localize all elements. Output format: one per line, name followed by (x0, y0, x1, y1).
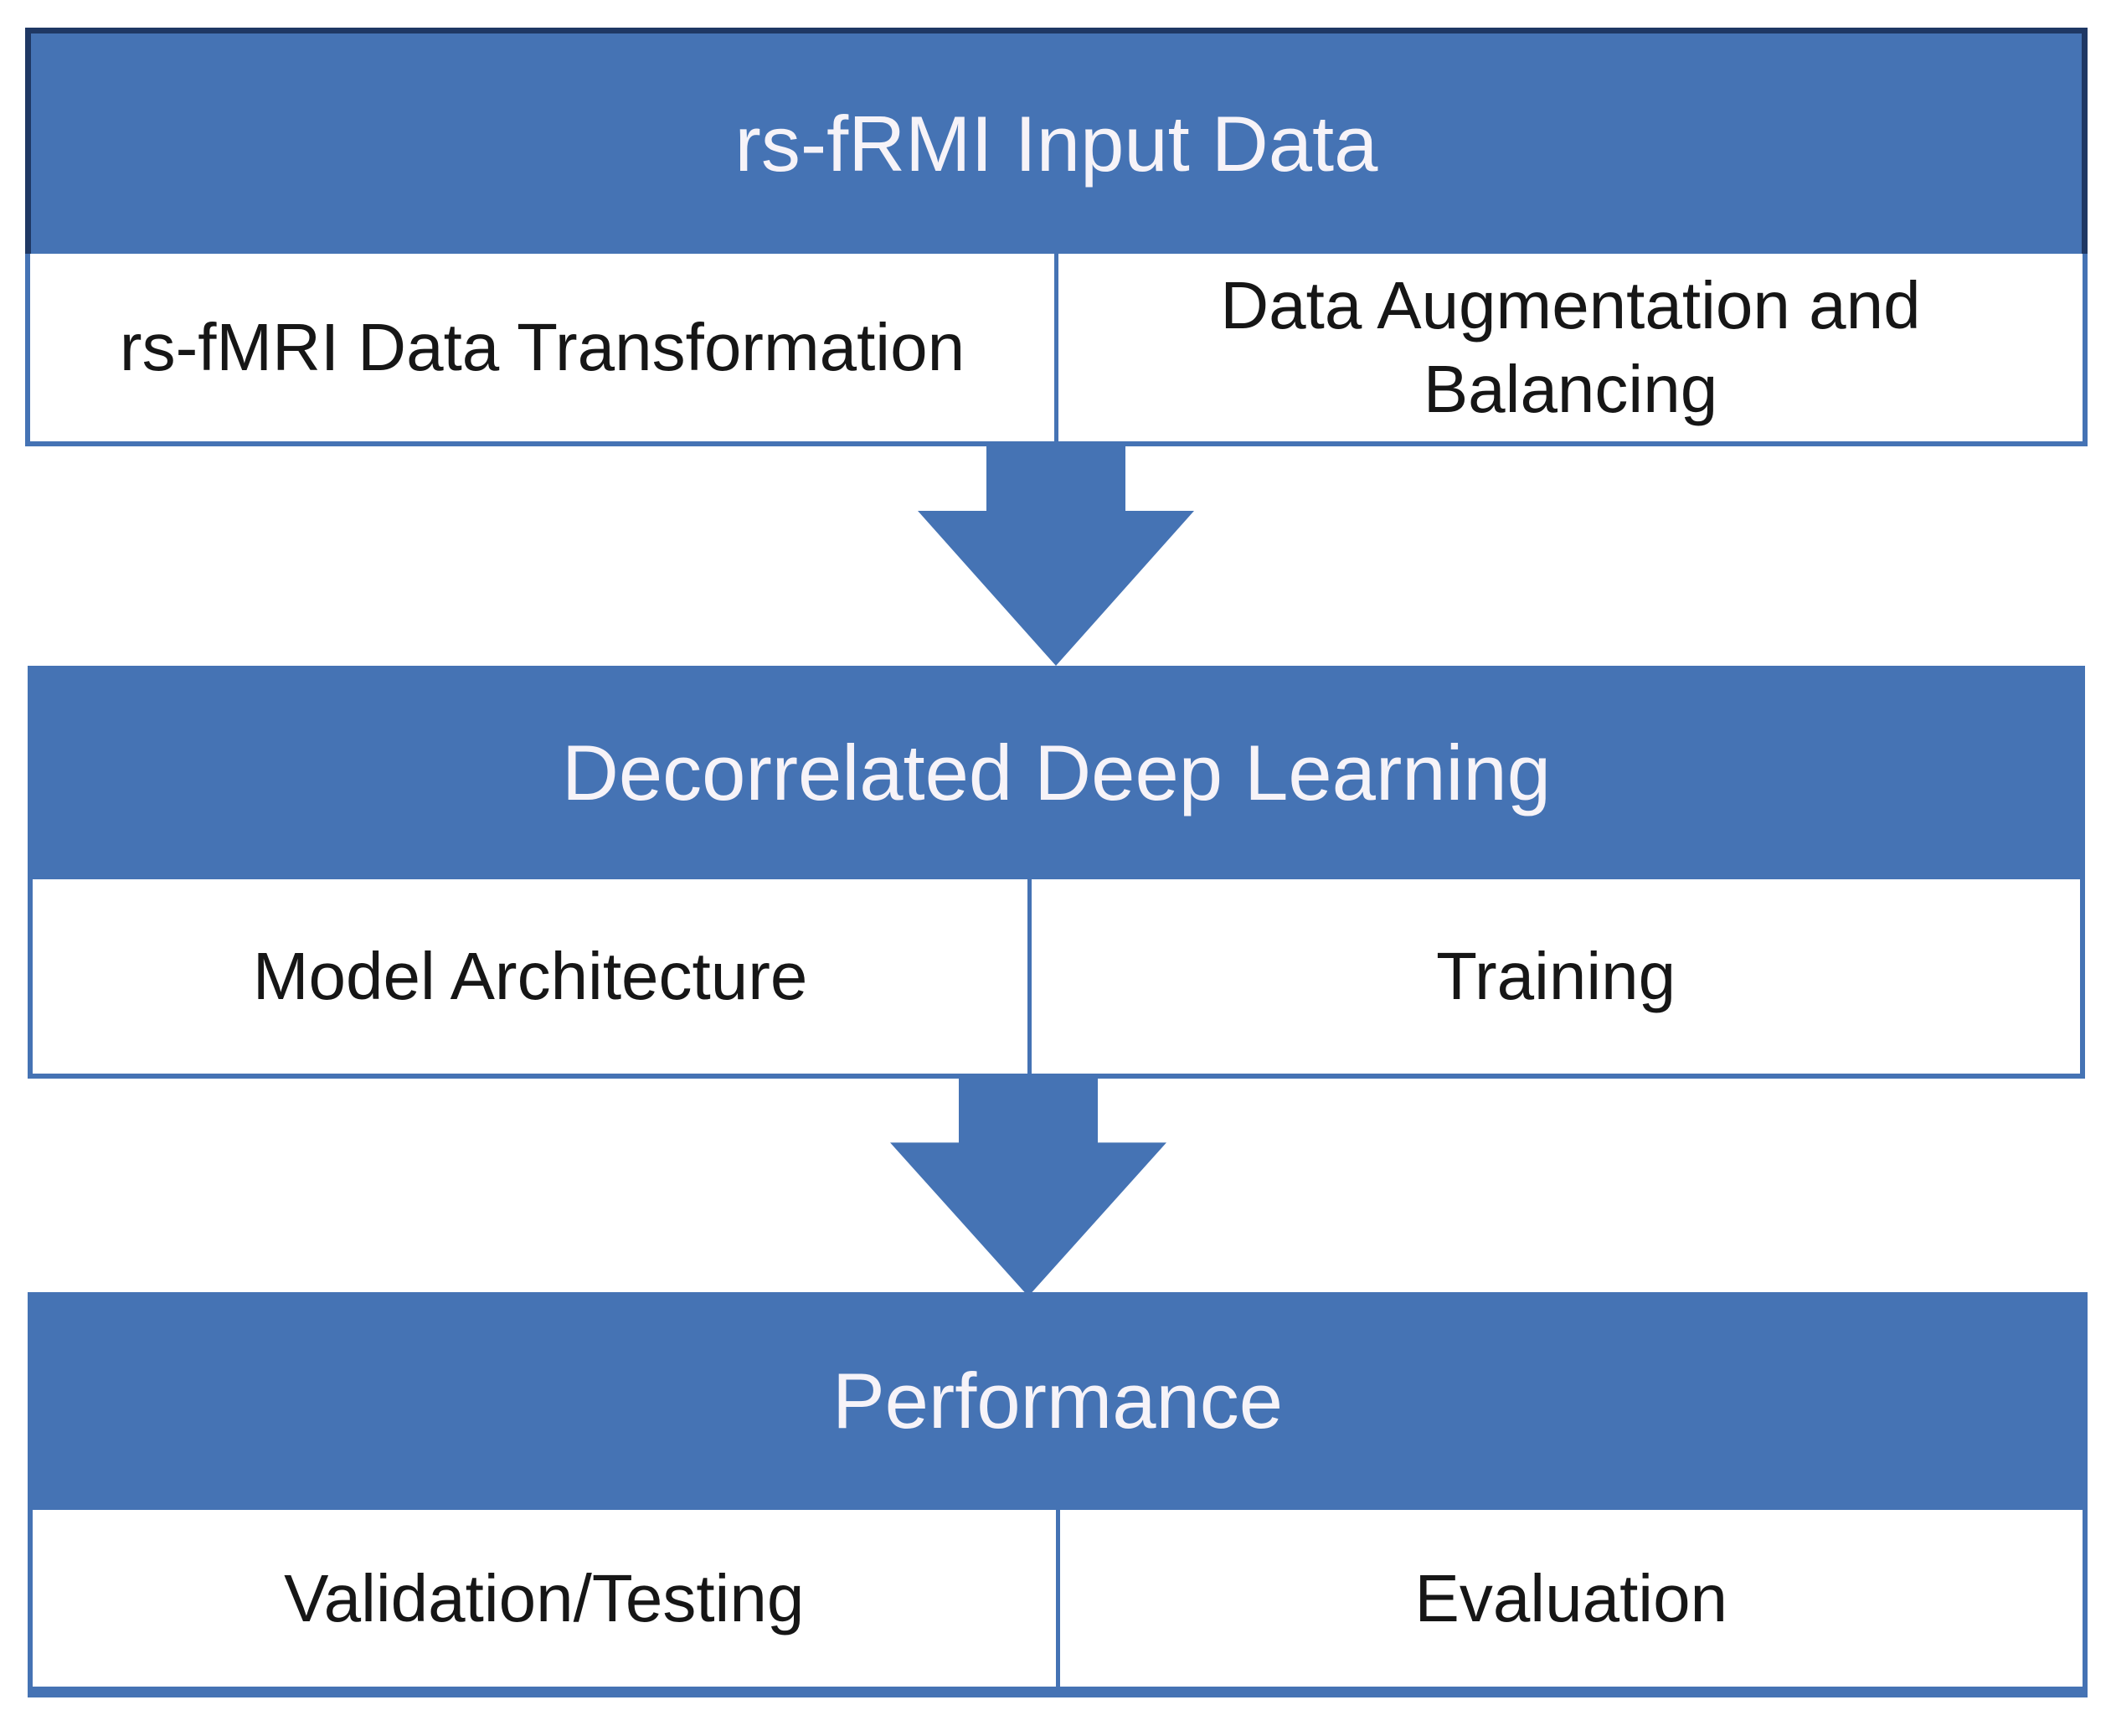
cell-label: Validation/Testing (284, 1560, 805, 1636)
input-data-stage-title: rs-fRMI Input Data (734, 99, 1378, 188)
cell-label: Training (1436, 939, 1676, 1013)
cell-label: Evaluation (1414, 1560, 1728, 1636)
cell-data-transformation: rs-fMRI Data Transformation (30, 254, 1054, 441)
deep-learning-cells-row: Model Architecture Training (28, 879, 2085, 1079)
input-data-stage: rs-fRMI Input Data rs-fMRI Data Transfor… (25, 28, 2088, 446)
cell-validation-testing: Validation/Testing (33, 1510, 1056, 1687)
cell-label: rs-fMRI Data Transformation (119, 310, 965, 384)
cell-data-augmentation: Data Augmentation and Balancing (1054, 254, 2083, 441)
cell-evaluation: Evaluation (1055, 1510, 2083, 1687)
down-arrow-icon (890, 1079, 1166, 1296)
performance-stage-title: Performance (832, 1357, 1284, 1445)
cell-model-architecture: Model Architecture (33, 879, 1027, 1074)
performance-stage-header: Performance (28, 1292, 2088, 1510)
input-data-stage-header: rs-fRMI Input Data (25, 28, 2088, 254)
deep-learning-stage-header: Decorrelated Deep Learning (28, 666, 2085, 879)
cell-training: Training (1027, 879, 2080, 1074)
performance-stage: Performance Validation/Testing Evaluatio… (28, 1292, 2088, 1697)
performance-cells-row: Validation/Testing Evaluation (28, 1510, 2088, 1697)
deep-learning-stage-title: Decorrelated Deep Learning (562, 728, 1551, 816)
cell-label: Data Augmentation and Balancing (1220, 268, 1921, 426)
deep-learning-stage: Decorrelated Deep Learning Model Archite… (28, 666, 2085, 1079)
down-arrow-icon (918, 446, 1194, 666)
input-data-cells-row: rs-fMRI Data Transformation Data Augment… (25, 254, 2088, 446)
cell-label: Model Architecture (252, 939, 808, 1013)
